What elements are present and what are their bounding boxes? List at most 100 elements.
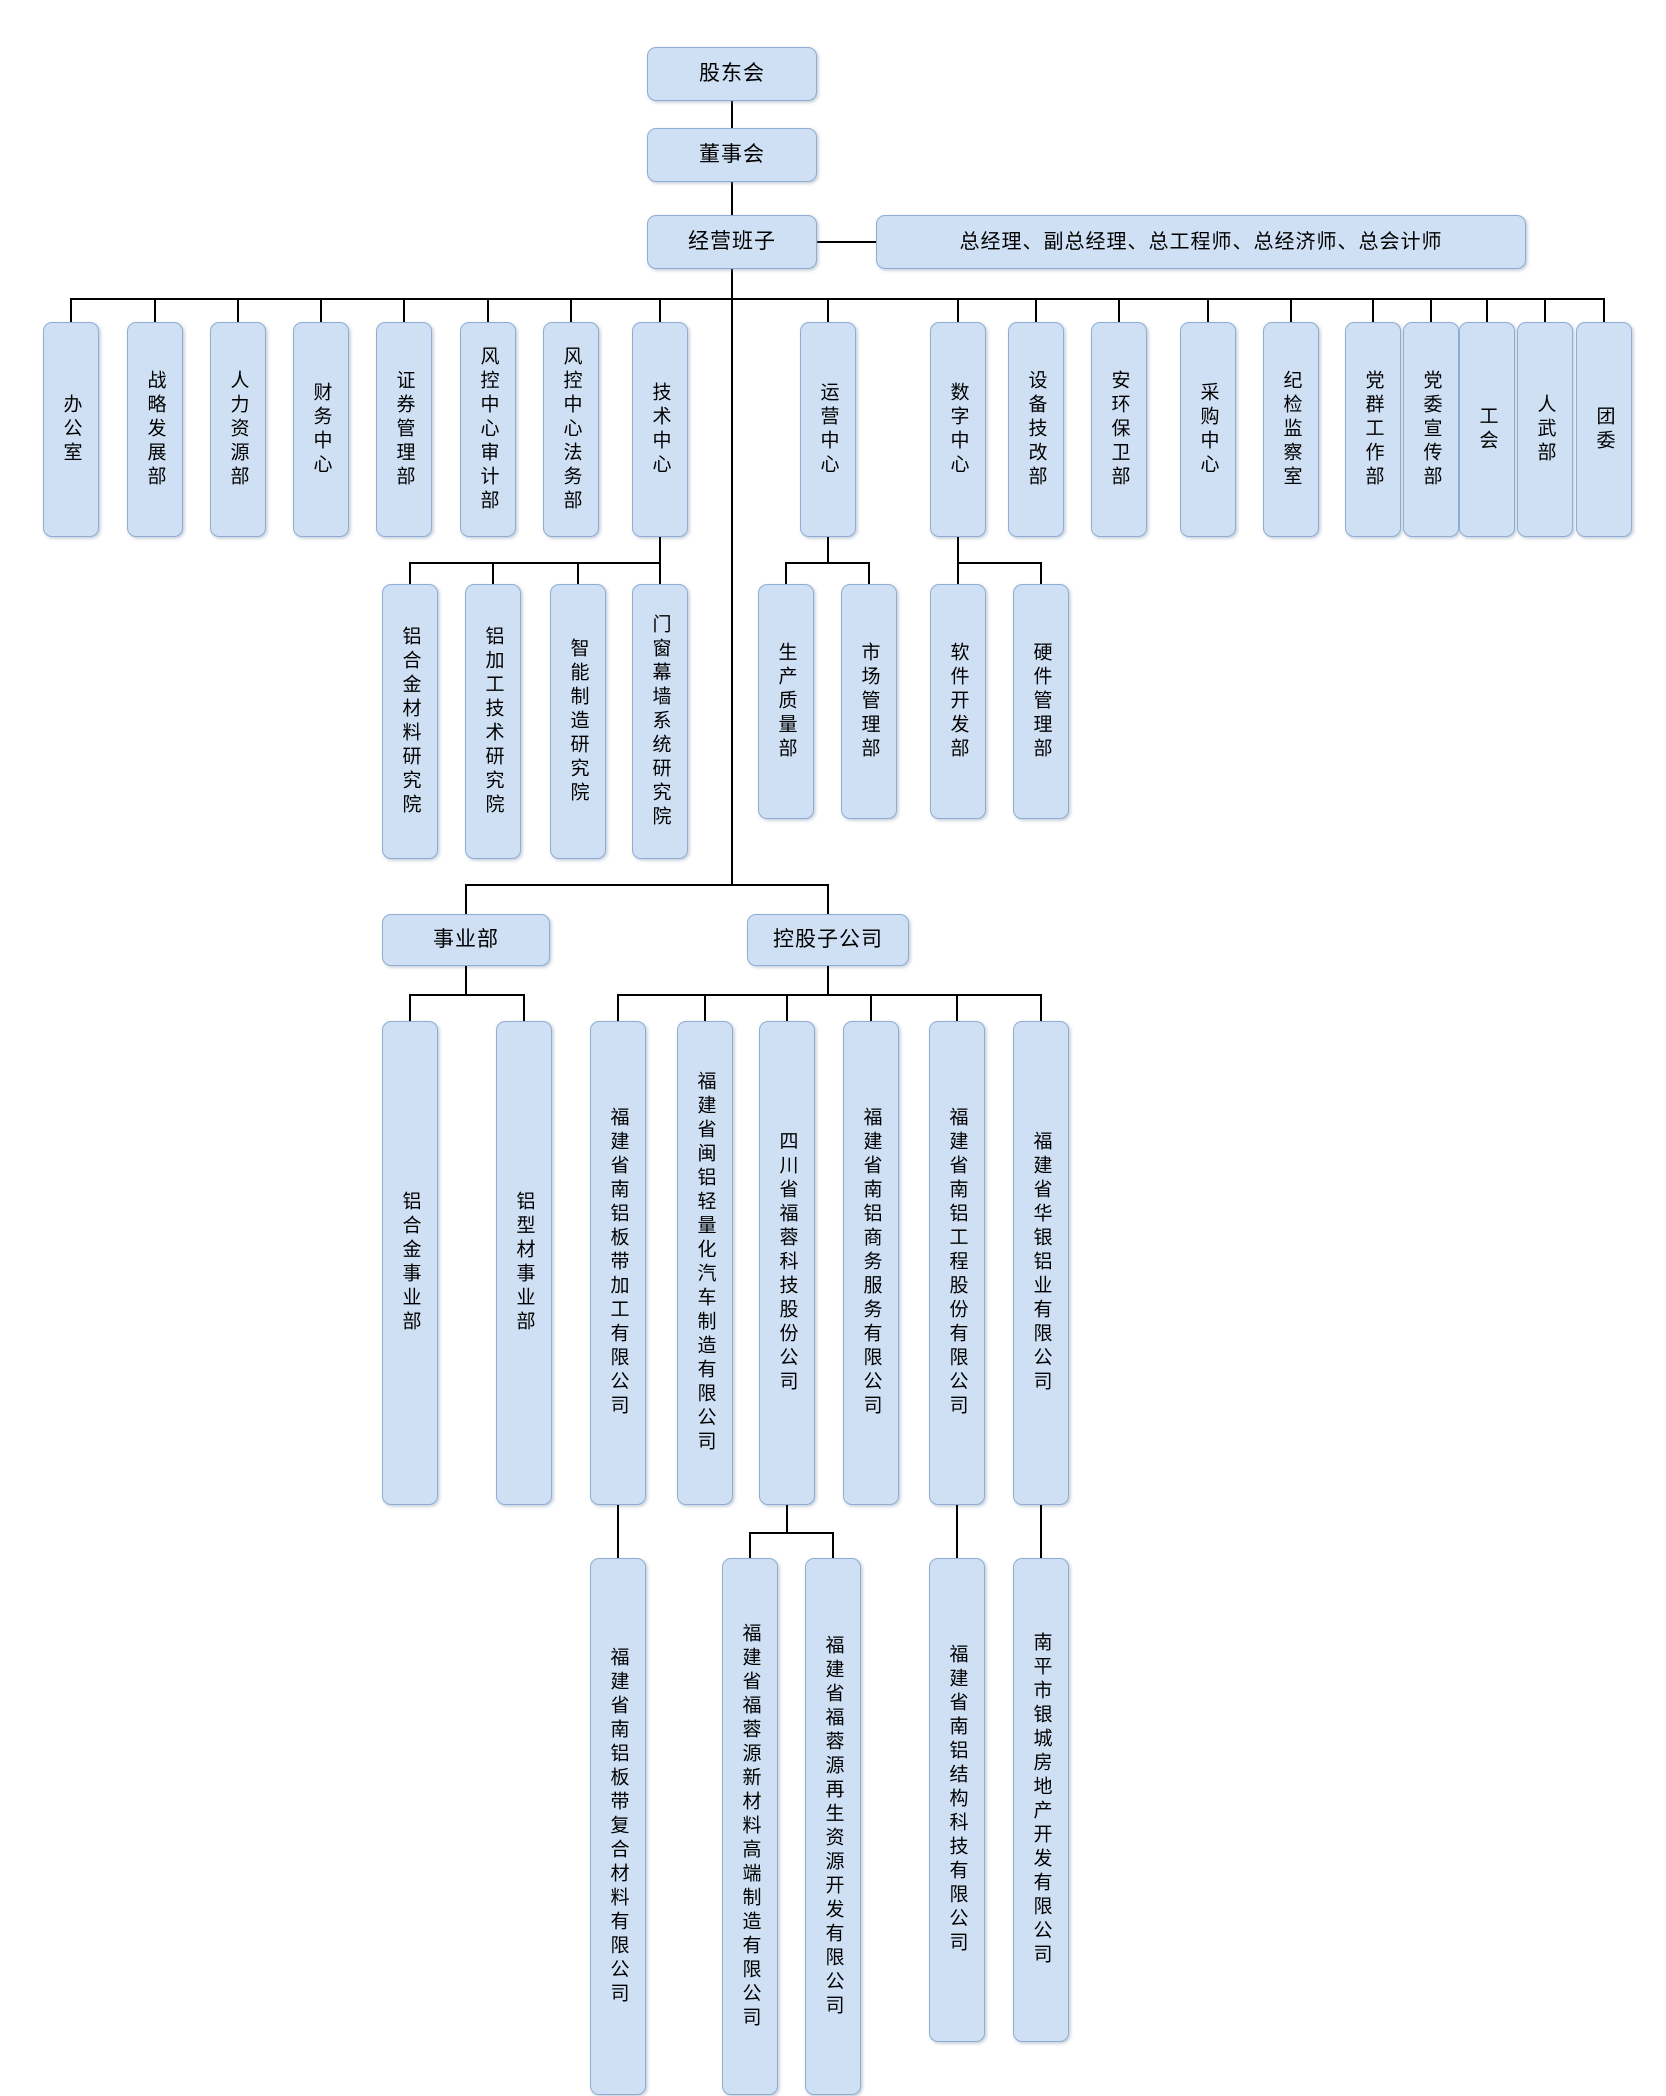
- connector-line: [570, 298, 572, 322]
- connector-line: [523, 994, 525, 1021]
- subsidiary-yincheng-real-estate: 南平市银城房地产开发有限公司: [1013, 1558, 1069, 2042]
- dept-software-development: 软件开发部: [930, 584, 986, 819]
- connector-line: [786, 994, 788, 1021]
- connector-line: [320, 298, 322, 322]
- connector-line: [577, 562, 579, 584]
- connector-line: [749, 1532, 751, 1558]
- connector-line: [731, 182, 733, 215]
- connector-line: [617, 1505, 619, 1558]
- connector-line: [1486, 298, 1488, 322]
- connector-line: [659, 298, 661, 322]
- connector-line: [832, 1532, 834, 1558]
- connector-line: [154, 298, 156, 322]
- connector-line: [957, 537, 959, 562]
- connector-line: [956, 994, 958, 1021]
- connector-line: [1603, 298, 1605, 322]
- connector-line: [1035, 298, 1037, 322]
- dept-risk-audit: 风控中心审计部: [460, 322, 516, 537]
- institute-aluminum-alloy-materials: 铝合金材料研究院: [382, 584, 438, 859]
- dept-technology-center: 技术中心: [632, 322, 688, 537]
- dept-youth-league: 团委: [1576, 322, 1632, 537]
- division-aluminum-alloy: 铝合金事业部: [382, 1021, 438, 1505]
- dept-party-mass-work: 党群工作部: [1345, 322, 1401, 537]
- subsidiary-furongyuan-recycling: 福建省福蓉源再生资源开发有限公司: [805, 1558, 861, 2095]
- connector-line: [409, 562, 661, 564]
- institute-aluminum-processing-tech: 铝加工技术研究院: [465, 584, 521, 859]
- dept-peoples-armed: 人武部: [1517, 322, 1573, 537]
- subsidiary-nanlv-structural-tech: 福建省南铝结构科技有限公司: [929, 1558, 985, 2042]
- connector-line: [1430, 298, 1432, 322]
- connector-line: [237, 298, 239, 322]
- dept-party-propaganda: 党委宣传部: [1403, 322, 1459, 537]
- dept-strategic-development: 战略发展部: [127, 322, 183, 537]
- subsidiary-nanlv-engineering: 福建省南铝工程股份有限公司: [929, 1021, 985, 1505]
- connector-line: [957, 298, 959, 322]
- dept-hardware-management: 硬件管理部: [1013, 584, 1069, 819]
- connector-line: [1040, 562, 1042, 584]
- connector-line: [785, 562, 869, 564]
- dept-procurement-center: 采购中心: [1180, 322, 1236, 537]
- dept-risk-legal: 风控中心法务部: [543, 322, 599, 537]
- connector-line: [957, 562, 959, 584]
- node-executives: 总经理、副总经理、总工程师、总经济师、总会计师: [876, 215, 1526, 269]
- connector-line: [1544, 298, 1546, 322]
- connector-line: [487, 298, 489, 322]
- connector-line: [465, 884, 467, 914]
- connector-line: [659, 537, 661, 562]
- connector-line: [1040, 1505, 1042, 1558]
- institute-intelligent-manufacturing: 智能制造研究院: [550, 584, 606, 859]
- dept-equipment-upgrade: 设备技改部: [1008, 322, 1064, 537]
- subsidiary-huayin-aluminum: 福建省华银铝业有限公司: [1013, 1021, 1069, 1505]
- connector-line: [617, 994, 619, 1021]
- connector-line: [827, 966, 829, 994]
- dept-digital-center: 数字中心: [930, 322, 986, 537]
- connector-line: [731, 298, 733, 884]
- division-aluminum-profile: 铝型材事业部: [496, 1021, 552, 1505]
- connector-line: [1040, 994, 1042, 1021]
- connector-line: [827, 537, 829, 562]
- dept-operations-center: 运营中心: [800, 322, 856, 537]
- node-board-of-directors: 董事会: [647, 128, 817, 182]
- dept-labor-union: 工会: [1459, 322, 1515, 537]
- connector-line: [403, 298, 405, 322]
- connector-line: [786, 1505, 788, 1532]
- connector-line: [409, 562, 411, 584]
- subsidiary-minlv-lightweight-auto: 福建省闽铝轻量化汽车制造有限公司: [677, 1021, 733, 1505]
- connector-line: [409, 994, 524, 996]
- connector-line: [957, 562, 1041, 564]
- connector-line: [465, 884, 829, 886]
- dept-market-management: 市场管理部: [841, 584, 897, 819]
- connector-line: [785, 562, 787, 584]
- connector-line: [70, 298, 72, 322]
- dept-securities-management: 证券管理部: [376, 322, 432, 537]
- connector-line: [659, 562, 661, 584]
- connector-line: [749, 1532, 833, 1534]
- dept-finance-center: 财务中心: [293, 322, 349, 537]
- node-business-division: 事业部: [382, 914, 550, 966]
- connector-line: [868, 562, 870, 584]
- node-holding-subsidiaries: 控股子公司: [747, 914, 909, 966]
- node-shareholders-meeting: 股东会: [647, 47, 817, 101]
- dept-discipline-inspection: 纪检监察室: [1263, 322, 1319, 537]
- connector-line: [1207, 298, 1209, 322]
- connector-line: [465, 966, 467, 994]
- dept-human-resources: 人力资源部: [210, 322, 266, 537]
- subsidiary-nanlv-strip-processing: 福建省南铝板带加工有限公司: [590, 1021, 646, 1505]
- connector-line: [1372, 298, 1374, 322]
- subsidiary-furongyuan-new-materials: 福建省福蓉源新材料高端制造有限公司: [722, 1558, 778, 2095]
- subsidiary-nanlv-business-services: 福建省南铝商务服务有限公司: [843, 1021, 899, 1505]
- dept-safety-environment: 安环保卫部: [1091, 322, 1147, 537]
- connector-line: [817, 241, 876, 243]
- connector-line: [870, 994, 872, 1021]
- connector-line: [492, 562, 494, 584]
- institute-window-curtain-wall: 门窗幕墙系统研究院: [632, 584, 688, 859]
- dept-general-office: 办公室: [43, 322, 99, 537]
- subsidiary-sichuan-furong-tech: 四川省福蓉科技股份公司: [759, 1021, 815, 1505]
- connector-line: [827, 298, 829, 322]
- connector-line: [827, 884, 829, 914]
- connector-line: [956, 1505, 958, 1558]
- connector-line: [71, 298, 1605, 300]
- connector-line: [731, 269, 733, 298]
- subsidiary-nanlv-composite-materials: 福建省南铝板带复合材料有限公司: [590, 1558, 646, 2095]
